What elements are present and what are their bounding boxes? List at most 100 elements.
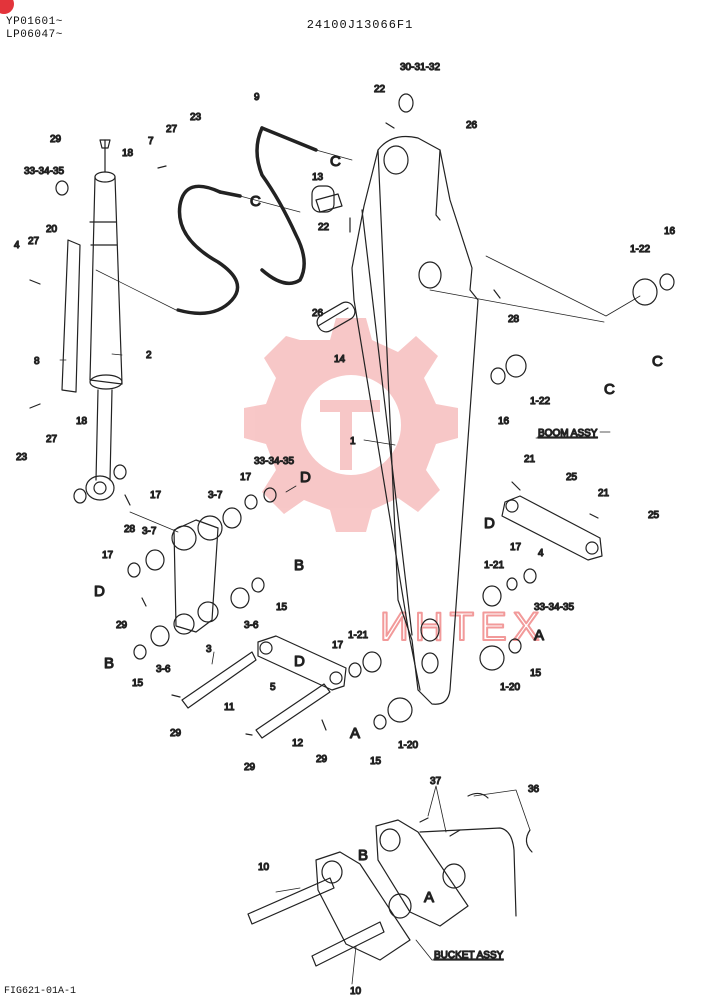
pins — [181, 185, 356, 739]
boom-assy-label: BOOM ASSY — [538, 428, 598, 439]
callout-10-b: 10 — [350, 986, 362, 997]
callout-3-6-a: 3-6 — [244, 620, 259, 631]
callout-23-low: 23 — [16, 452, 28, 463]
callout-17-c: 17 — [102, 550, 114, 561]
arm-cylinder — [61, 139, 123, 501]
callout-12: 12 — [292, 738, 304, 749]
callout-9: 9 — [254, 92, 260, 103]
callout-23-top: 23 — [190, 112, 202, 123]
hydraulic-hoses — [176, 126, 318, 316]
callout-3: 3 — [206, 644, 212, 655]
callout-18-top: 18 — [122, 148, 134, 159]
callout-3-7-a: 3-7 — [208, 490, 223, 501]
callout-1-21-right: 1-21 — [484, 560, 504, 571]
callout-labels: 29 7 27 23 18 33-34-35 20 4 27 8 2 18 27… — [13, 61, 676, 997]
callout-A-mid: A — [350, 725, 360, 742]
callout-D-top: D — [300, 469, 311, 486]
callout-C-right-1: C — [652, 353, 663, 370]
callout-17-a: 17 — [240, 472, 252, 483]
callout-C-right-2: C — [604, 381, 615, 398]
callout-16-low: 16 — [498, 416, 510, 427]
callout-16-right: 16 — [664, 226, 676, 237]
callout-13: 13 — [312, 172, 324, 183]
callout-1-22-top: 1-22 — [630, 244, 650, 255]
part-number: 24100J13066F1 — [306, 18, 414, 32]
callout-29-d: 29 — [244, 762, 256, 773]
callout-D-right: D — [484, 515, 495, 532]
grease-nipples-and-bolts — [29, 122, 599, 736]
callout-29-top: 29 — [50, 134, 62, 145]
callout-4-right: 4 — [538, 548, 544, 559]
callout-25-b: 25 — [648, 510, 660, 521]
callout-15-c: 15 — [370, 756, 382, 767]
leader-lines — [59, 255, 641, 985]
callout-A-bucket: A — [424, 889, 434, 906]
bucket-assy — [247, 792, 533, 967]
callout-1-20-b: 1-20 — [500, 682, 520, 693]
callout-33-34-35-left: 33-34-35 — [24, 166, 64, 177]
bushings-and-washers — [55, 93, 675, 730]
callout-1-22-low: 1-22 — [530, 396, 550, 407]
callout-29-left: 29 — [116, 620, 128, 631]
callout-D-link: D — [294, 653, 305, 670]
callout-A-right: A — [534, 627, 544, 644]
callout-17-right: 17 — [510, 542, 522, 553]
figure-code: FIG621-01A-1 — [4, 986, 77, 997]
callout-26-mid: 26 — [312, 308, 324, 319]
callout-21-b: 21 — [598, 488, 610, 499]
callout-22-mid: 22 — [318, 222, 330, 233]
callout-2: 2 — [146, 350, 152, 361]
callout-20: 20 — [46, 224, 58, 235]
hose-dash-lines — [95, 149, 353, 311]
callout-30-31-32: 30-31-32 — [400, 62, 440, 73]
callout-33-34-35-mid: 33-34-35 — [254, 456, 294, 467]
callout-37: 37 — [430, 776, 442, 787]
callout-C-13: C — [330, 153, 341, 170]
callout-B-mid: B — [294, 557, 304, 574]
callout-29-b: 29 — [170, 728, 182, 739]
callout-18-low: 18 — [76, 416, 88, 427]
serial-line-1: YP01601~ — [6, 16, 63, 28]
callout-8: 8 — [34, 356, 40, 367]
serial-line-2: LP06047~ — [6, 29, 63, 41]
link-5 — [257, 635, 347, 691]
callout-28-right: 28 — [508, 314, 520, 325]
callout-1-21-mid: 1-21 — [348, 630, 368, 641]
callout-B-bucket: B — [358, 847, 368, 864]
callout-27-low: 27 — [46, 434, 58, 445]
callout-10-a: 10 — [258, 862, 270, 873]
callout-3-6-b: 3-6 — [156, 664, 171, 675]
callout-B-left: B — [104, 655, 114, 672]
callout-1-20-a: 1-20 — [398, 740, 418, 751]
callout-5: 5 — [270, 682, 276, 693]
callout-26-top: 26 — [466, 120, 478, 131]
callout-21-a: 21 — [524, 454, 536, 465]
corner-badge — [0, 0, 14, 14]
arm-link — [171, 515, 223, 635]
callout-22-top: 22 — [374, 84, 386, 95]
callout-25-a: 25 — [566, 472, 578, 483]
callout-33-34-35-right: 33-34-35 — [534, 602, 574, 613]
boom-assy — [351, 135, 479, 705]
callout-27-top: 27 — [166, 124, 178, 135]
callout-C-hose: C — [250, 193, 261, 210]
callout-1: 1 — [350, 436, 356, 447]
callout-14: 14 — [334, 354, 346, 365]
link-4 — [501, 495, 603, 561]
bucket-assy-label: BUCKET ASSY — [434, 950, 504, 961]
callout-3-7-b: 3-7 — [142, 526, 157, 537]
callout-15-b: 15 — [132, 678, 144, 689]
watermark-gear — [244, 318, 458, 532]
callout-4-left: 4 — [14, 240, 20, 251]
callout-15-a: 15 — [276, 602, 288, 613]
callout-29-c: 29 — [316, 754, 328, 765]
callout-7: 7 — [148, 136, 154, 147]
callout-D-left: D — [94, 583, 105, 600]
callout-36: 36 — [528, 784, 540, 795]
callout-17-b: 17 — [150, 490, 162, 501]
callout-11: 11 — [224, 702, 235, 713]
callout-27-left: 27 — [28, 236, 40, 247]
callout-17-d: 17 — [332, 640, 344, 651]
serial-range: YP01601~ LP06047~ — [6, 16, 63, 42]
